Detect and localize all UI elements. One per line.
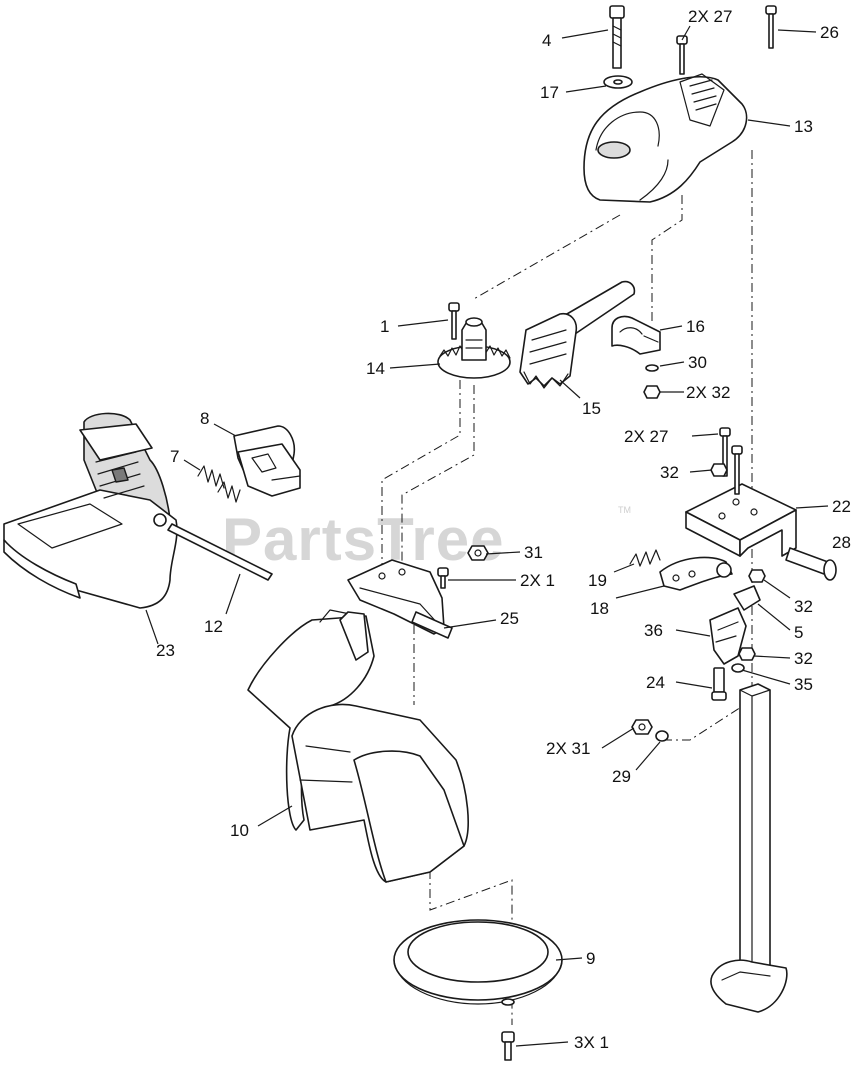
part-14-gear — [437, 317, 511, 379]
callout-12: 12 — [204, 617, 223, 636]
callout-10: 10 — [230, 821, 249, 840]
part-30-washer — [645, 364, 659, 372]
part-31-nut — [467, 545, 489, 561]
part-1-screw-bottom — [501, 1031, 515, 1061]
part-1-screw-pair — [437, 567, 449, 589]
callout-5: 5 — [794, 623, 803, 642]
callout-2x-31: 2X 31 — [546, 739, 590, 758]
callout-25: 25 — [500, 609, 519, 628]
part-16-clamp — [611, 315, 661, 355]
part-7-spring — [197, 465, 241, 503]
part-31-nut-pair — [631, 719, 653, 735]
callout-32-latch: 32 — [794, 649, 813, 668]
callout-30: 30 — [688, 353, 707, 372]
callout-28: 28 — [832, 533, 851, 552]
part-12-rod — [167, 523, 273, 581]
part-15-crank-rod — [519, 280, 636, 389]
part-27-screw-top — [676, 35, 688, 75]
part-5-bracket — [733, 585, 761, 611]
watermark-tm: TM — [618, 505, 631, 515]
part-29-washer — [655, 730, 669, 742]
callout-7: 7 — [170, 447, 179, 466]
callout-26: 26 — [820, 23, 839, 42]
part-19-spring — [629, 549, 661, 567]
callout-labels: 4 2X 27 26 17 13 1 16 14 30 2X 32 15 8 2… — [156, 7, 851, 1052]
callout-31: 31 — [524, 543, 543, 562]
part-32-nut-lower — [738, 647, 756, 661]
part-10-lower-chute — [247, 609, 469, 883]
callout-22: 22 — [832, 497, 851, 516]
callout-24: 24 — [646, 673, 665, 692]
part-35-nut — [731, 663, 745, 673]
part-24-bolt — [711, 667, 727, 701]
chute-post — [710, 683, 788, 1013]
callout-2x-27-top: 2X 27 — [688, 7, 732, 26]
watermark: PartsTree — [222, 506, 505, 573]
callout-16: 16 — [686, 317, 705, 336]
part-8-latch-cover — [233, 425, 301, 497]
part-25-bracket — [347, 559, 453, 639]
callout-4: 4 — [542, 31, 551, 50]
part-32-nut-mid — [748, 569, 766, 583]
part-18-lever — [659, 556, 733, 591]
part-26-screw — [765, 5, 777, 49]
callout-35: 35 — [794, 675, 813, 694]
part-4-bolt — [609, 5, 625, 69]
callout-9: 9 — [586, 949, 595, 968]
part-32-nut-upper — [643, 385, 661, 399]
callout-2x-32: 2X 32 — [686, 383, 730, 402]
part-36-latch — [709, 607, 747, 665]
part-23-deflector — [3, 412, 178, 609]
part-17-washer — [603, 75, 633, 89]
part-13-control-housing — [583, 73, 748, 203]
callout-32-lever: 32 — [794, 597, 813, 616]
callout-36: 36 — [644, 621, 663, 640]
callout-17: 17 — [540, 83, 559, 102]
callout-2x-1: 2X 1 — [520, 571, 555, 590]
callout-13: 13 — [794, 117, 813, 136]
callout-14: 14 — [366, 359, 385, 378]
part-32-nut-right — [710, 463, 728, 477]
callout-2x-27-right: 2X 27 — [624, 427, 668, 446]
part-22-bracket — [685, 483, 797, 557]
callout-1-gear: 1 — [380, 317, 389, 336]
part-9-ring — [393, 919, 563, 1006]
callout-23: 23 — [156, 641, 175, 660]
callout-15: 15 — [582, 399, 601, 418]
leader-lines — [145, 25, 829, 1047]
callout-19: 19 — [588, 571, 607, 590]
part-27-screw-right — [719, 427, 743, 495]
callout-18: 18 — [590, 599, 609, 618]
callout-29: 29 — [612, 767, 631, 786]
callout-3x-1: 3X 1 — [574, 1033, 609, 1052]
part-1-screw — [448, 302, 460, 340]
callout-32-bracket: 32 — [660, 463, 679, 482]
callout-8: 8 — [200, 409, 209, 428]
part-28-pin — [785, 547, 837, 581]
